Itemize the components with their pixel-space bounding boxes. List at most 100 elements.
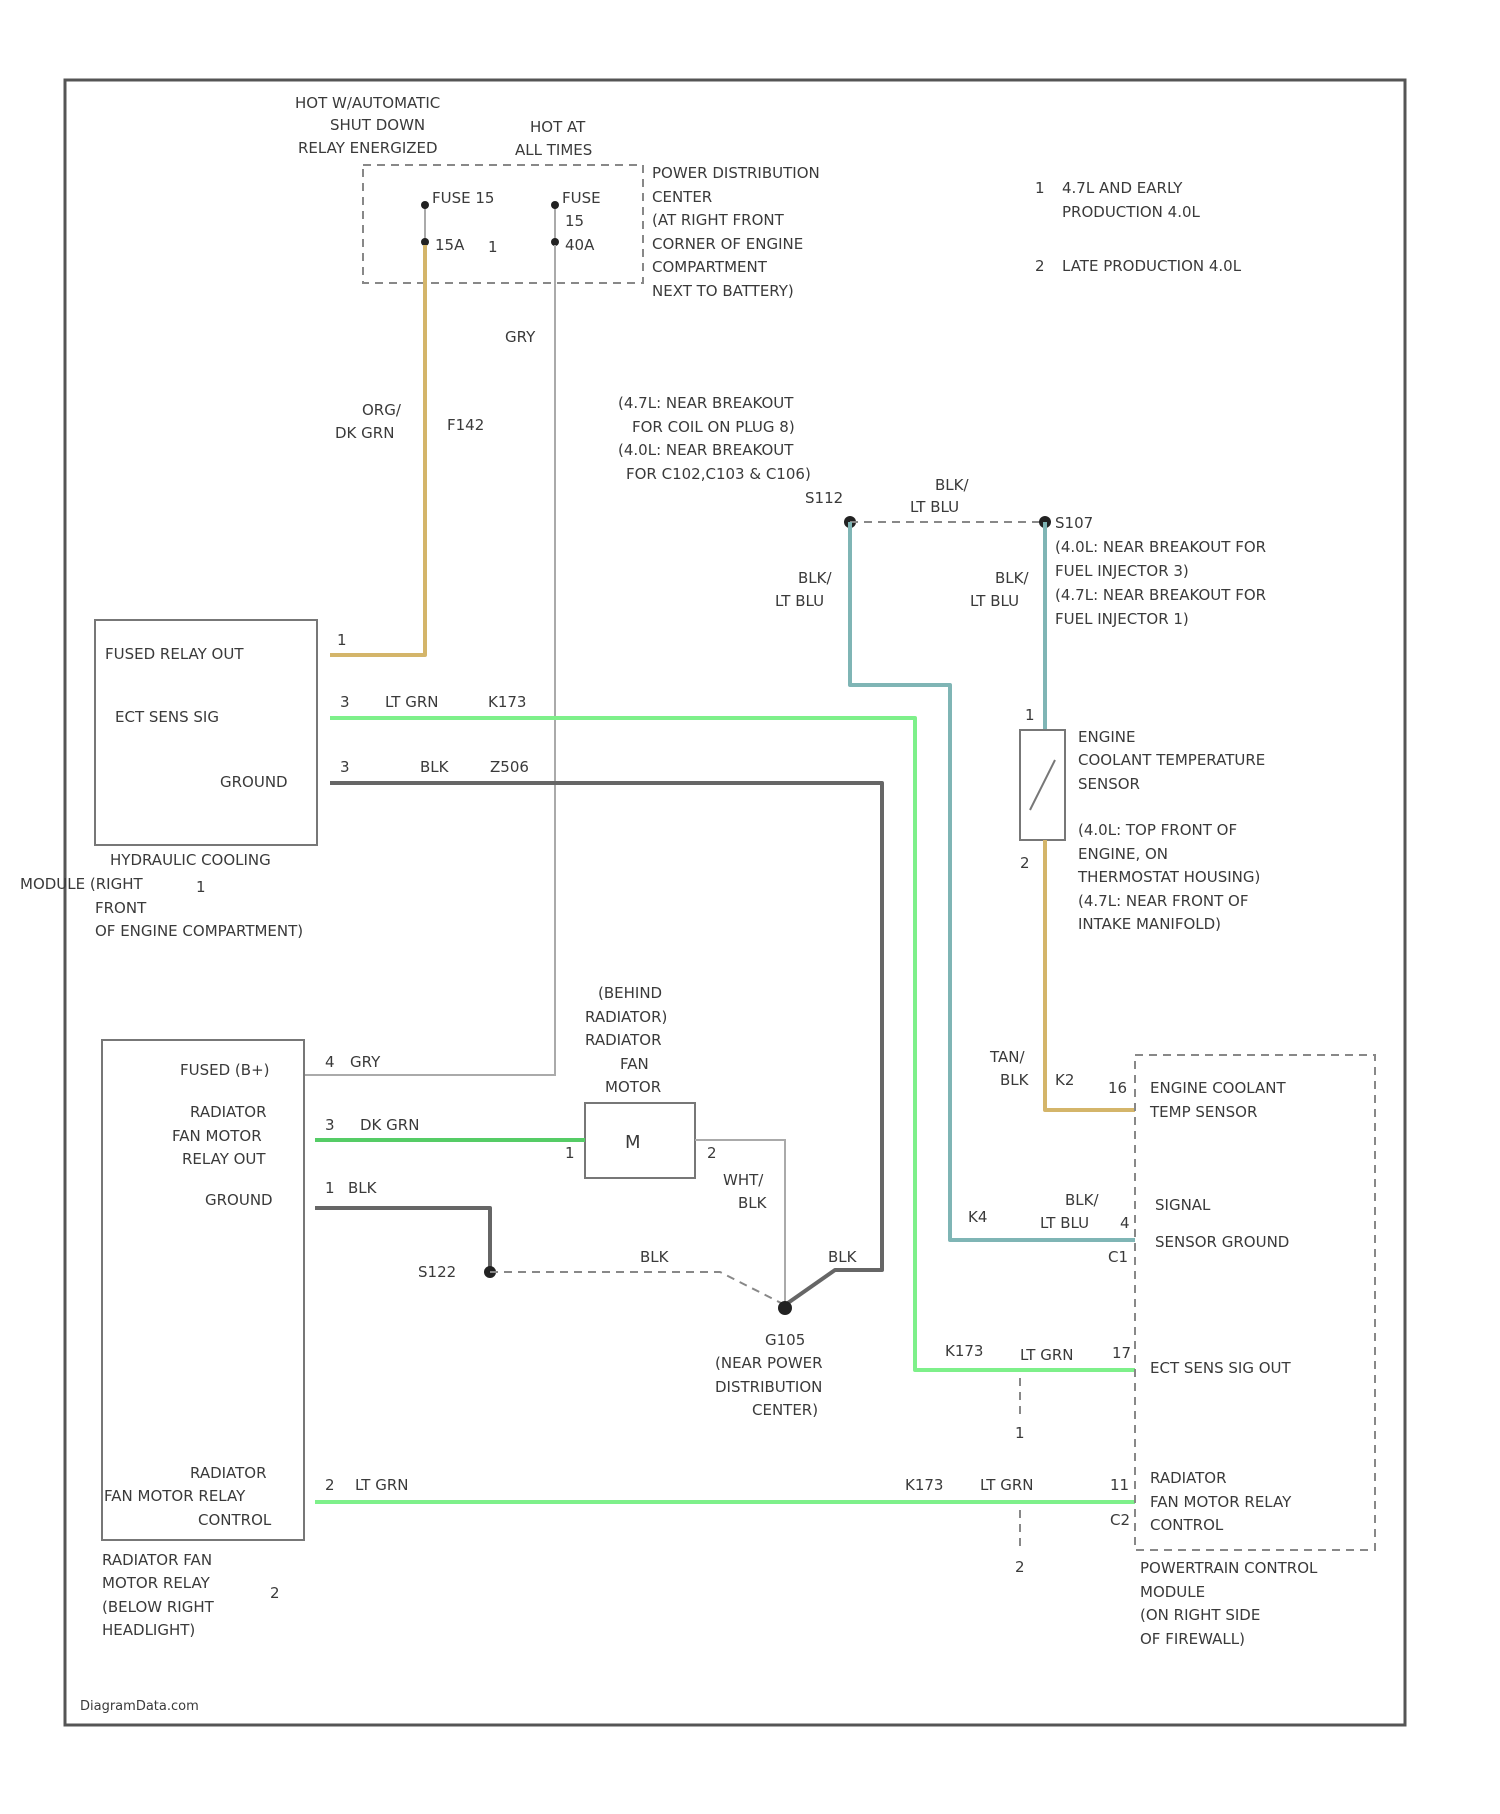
motor-symbol: M	[625, 1132, 641, 1153]
pin-number: 17	[1112, 1344, 1131, 1362]
splice-s112-location: (4.0L: NEAR BREAKOUT	[618, 441, 794, 459]
splice-s107-location: (4.0L: NEAR BREAKOUT FOR	[1055, 538, 1266, 556]
pcm-pin-label: ENGINE COOLANT	[1150, 1079, 1286, 1097]
wire-label-lt-grn: LT GRN	[385, 693, 439, 711]
ect-location: INTAKE MANIFOLD)	[1078, 915, 1221, 933]
wire-label-lt-blu: LT BLU	[910, 498, 959, 516]
pin-number: 4	[1120, 1214, 1130, 1232]
splice-s107-label: S107	[1055, 514, 1093, 532]
hcm-name: OF ENGINE COMPARTMENT)	[95, 922, 303, 940]
pdc-label: NEXT TO BATTERY)	[652, 282, 794, 300]
g105-location: DISTRIBUTION	[715, 1378, 822, 1396]
hcm-name-note: 1	[196, 878, 206, 896]
wire-label-lt-blu: LT BLU	[1040, 1214, 1089, 1232]
relay-name: HEADLIGHT)	[102, 1621, 195, 1639]
wire-label-blk: BLK	[738, 1194, 768, 1212]
powertrain-control-module: TAN/ BLK K2 16 ENGINE COOLANT TEMP SENSO…	[905, 1048, 1375, 1648]
wire-label-k4: K4	[968, 1208, 987, 1226]
splice-s107-location: FUEL INJECTOR 1)	[1055, 610, 1189, 628]
hcm-name: MODULE (RIGHT	[20, 875, 143, 893]
wire-label-k173: K173	[488, 693, 526, 711]
relay-name-note: 2	[270, 1584, 280, 1602]
wire-label-org: ORG/	[362, 401, 402, 419]
pcm-pin-label: SENSOR GROUND	[1155, 1233, 1289, 1251]
fuse-15-rating: 15A	[435, 236, 465, 254]
fan-motor-label: RADIATOR	[585, 1031, 662, 1049]
wire-label-blk: BLK	[1000, 1071, 1030, 1089]
fan-motor-pin: 1	[565, 1144, 575, 1162]
pcm-pin-label: SIGNAL	[1155, 1196, 1211, 1214]
wire-label-k173: K173	[945, 1342, 983, 1360]
relay-pin-label: RADIATOR	[190, 1103, 267, 1121]
ect-pin-number: 2	[1020, 854, 1030, 872]
note-text: PRODUCTION 4.0L	[1062, 203, 1201, 221]
fan-motor-label: MOTOR	[605, 1078, 661, 1096]
ect-location: (4.7L: NEAR FRONT OF	[1078, 892, 1248, 910]
wire-label-gry: GRY	[505, 328, 536, 346]
pdc-label: CENTER	[652, 188, 712, 206]
wire-label-blk: BLK	[420, 758, 450, 776]
pcm-name: (ON RIGHT SIDE	[1140, 1606, 1260, 1624]
hydraulic-cooling-module: FUSED RELAY OUT ECT SENS SIG GROUND 1 3 …	[20, 620, 529, 940]
fuse-40a-rating: 40A	[565, 236, 595, 254]
fuse-40a-label: FUSE	[562, 189, 601, 207]
relay-name: (BELOW RIGHT	[102, 1598, 215, 1616]
wire-label-lt-grn: LT GRN	[1020, 1346, 1074, 1364]
hcm-name: FRONT	[95, 899, 147, 917]
hot-asd-label: HOT W/AUTOMATIC	[295, 94, 440, 112]
pin-number: 1	[325, 1179, 335, 1197]
pdc-label: POWER DISTRIBUTION	[652, 164, 820, 182]
ect-location: ENGINE, ON	[1078, 845, 1168, 863]
pin-number: 3	[340, 758, 350, 776]
fuse-terminal	[551, 201, 559, 209]
ect-name: SENSOR	[1078, 775, 1140, 793]
fuse-40a-number: 15	[565, 212, 584, 230]
pdc-label: CORNER OF ENGINE	[652, 235, 803, 253]
relay-pin-label: FAN MOTOR	[172, 1127, 262, 1145]
pcm-pin-label: TEMP SENSOR	[1149, 1103, 1257, 1121]
note-number: 2	[1035, 257, 1045, 275]
g105-location: CENTER)	[752, 1401, 818, 1419]
hot-all-times-label: HOT AT	[530, 118, 586, 136]
pcm-pin-label: CONTROL	[1150, 1516, 1224, 1534]
pin-number: 4	[325, 1053, 335, 1071]
wire-label-dk-grn: DK GRN	[360, 1116, 419, 1134]
option-note: 2	[1015, 1558, 1025, 1576]
relay-pin-label: RELAY OUT	[182, 1150, 266, 1168]
power-distribution-center: HOT W/AUTOMATIC SHUT DOWN RELAY ENERGIZE…	[295, 94, 820, 300]
g105-label: G105	[765, 1331, 805, 1349]
wire-label-lt-grn: LT GRN	[355, 1476, 409, 1494]
wire-relay-ground	[315, 1208, 490, 1270]
pcm-pin-label: ECT SENS SIG OUT	[1150, 1359, 1292, 1377]
note-text: 4.7L AND EARLY	[1062, 179, 1183, 197]
wire-blk-dashed	[490, 1272, 785, 1305]
splice-s122-label: S122	[418, 1263, 456, 1281]
splice-s112-location: FOR C102,C103 & C106)	[626, 465, 811, 483]
hcm-pin-label: GROUND	[220, 773, 288, 791]
relay-pin-label: RADIATOR	[190, 1464, 267, 1482]
wire-label-wht: WHT/	[723, 1171, 764, 1189]
splice-s112-location: FOR COIL ON PLUG 8)	[632, 418, 795, 436]
wire-label-k173: K173	[905, 1476, 943, 1494]
pcm-pin-label: FAN MOTOR RELAY	[1150, 1493, 1292, 1511]
wire-label-gry: GRY	[350, 1053, 381, 1071]
wire-label-k2: K2	[1055, 1071, 1074, 1089]
relay-pin-label: CONTROL	[198, 1511, 272, 1529]
wire-label-blk: BLK	[640, 1248, 670, 1266]
fan-motor-label: (BEHIND	[598, 984, 662, 1002]
pcm-pin-label: RADIATOR	[1150, 1469, 1227, 1487]
ect-location: THERMOSTAT HOUSING)	[1077, 868, 1260, 886]
wire-label-blk: BLK	[348, 1179, 378, 1197]
relay-pin-label: GROUND	[205, 1191, 273, 1209]
connector-c1: C1	[1108, 1248, 1128, 1266]
pin-number: 11	[1110, 1476, 1129, 1494]
fuse-15-note: 1	[488, 238, 498, 256]
hot-asd-label: RELAY ENERGIZED	[298, 139, 438, 157]
wire-label-dk-grn: DK GRN	[335, 424, 394, 442]
fuse-terminal	[421, 201, 429, 209]
radiator-fan-motor: (BEHIND RADIATOR) RADIATOR FAN MOTOR M 1…	[565, 984, 768, 1212]
hot-asd-label: SHUT DOWN	[330, 116, 425, 134]
pin-number: 1	[337, 631, 347, 649]
wire-f142	[330, 245, 425, 655]
